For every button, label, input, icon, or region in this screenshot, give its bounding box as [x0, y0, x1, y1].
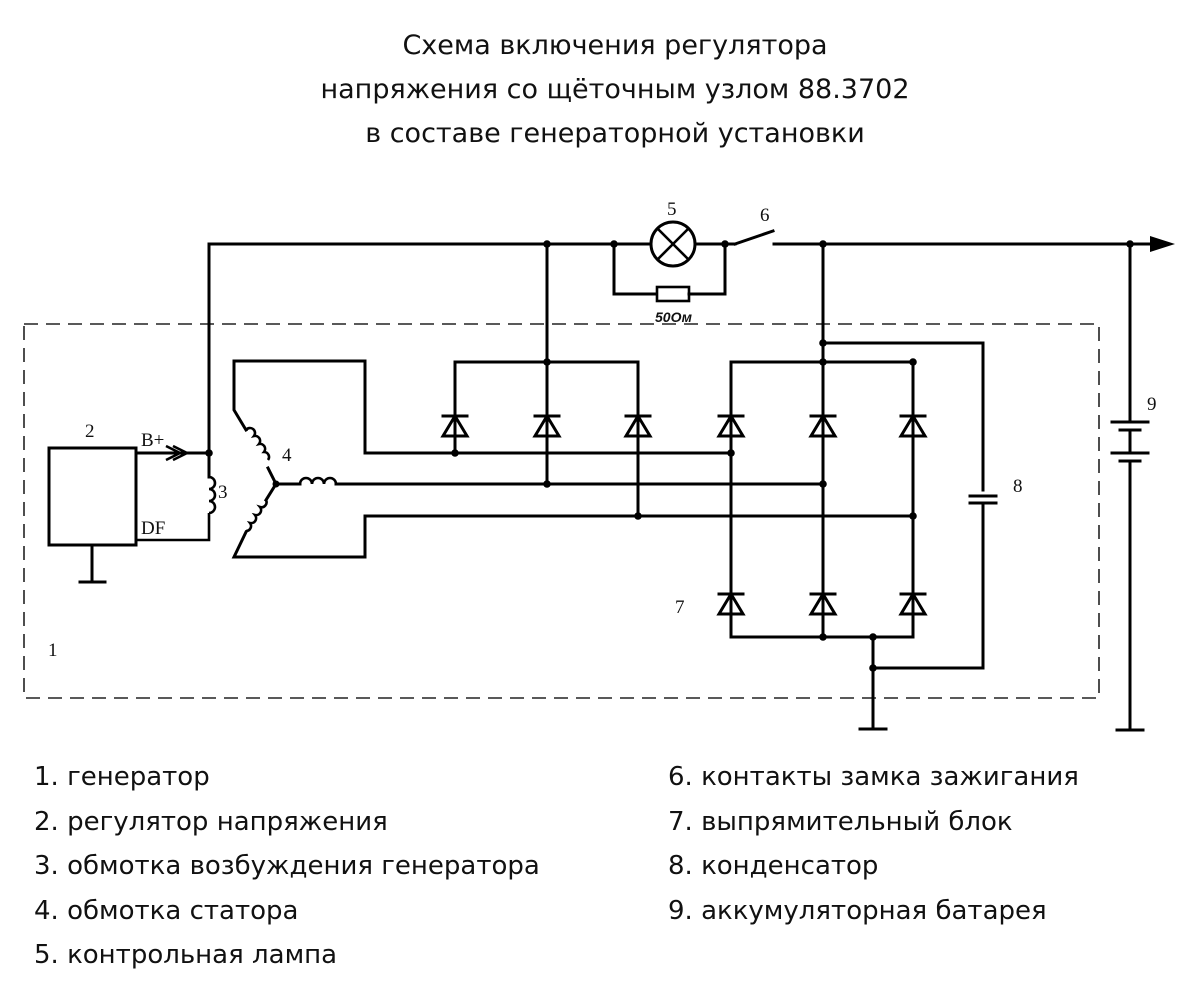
label-regulator: 2 [85, 421, 95, 442]
label-field-winding: 3 [218, 482, 228, 503]
diode-icon [623, 413, 653, 438]
battery-icon [1110, 242, 1150, 732]
junction-dot [727, 449, 735, 457]
title-line-2: напряжения со щёточным узлом 88.3702 [320, 74, 910, 105]
junction-dot [819, 480, 827, 488]
label-rectifier: 7 [675, 597, 685, 618]
title-line-1: Схема включения регулятора [402, 30, 828, 61]
junction-dot [1126, 240, 1134, 248]
diode-icon [898, 591, 928, 616]
legend-item: 6. контакты замка зажигания [668, 762, 1079, 792]
label-battery: 9 [1147, 394, 1157, 415]
label-lamp: 5 [667, 199, 677, 220]
resistor-value: 50Ом [655, 309, 693, 325]
junction-dot [819, 339, 827, 347]
connector-b-plus [134, 444, 211, 462]
junction-dot [869, 664, 877, 672]
legend-item: 8. конденсатор [668, 851, 879, 881]
legend-item: 1. генератор [34, 762, 210, 792]
label-capacitor: 8 [1013, 476, 1023, 497]
switch-icon [733, 229, 775, 246]
rectifier-block [453, 242, 985, 730]
junction-dot [610, 240, 618, 248]
junction-dot [543, 480, 551, 488]
legend-item: 4. обмотка статора [34, 895, 299, 926]
generator-boundary [23, 323, 1100, 699]
stator-winding [231, 359, 915, 559]
diode-icon [898, 413, 928, 438]
capacitor-icon [968, 494, 998, 505]
diode-icon [808, 413, 838, 438]
junction-dot [721, 240, 729, 248]
legend-left: 1. генератор 2. регулятор напряжения 3. … [34, 755, 540, 978]
diode-icon [716, 591, 746, 616]
lamp-icon [610, 220, 726, 268]
inductor-icon [136, 451, 217, 542]
junction-dot [909, 358, 917, 366]
label-stator-winding: 4 [282, 445, 292, 466]
junction-dot [819, 633, 827, 641]
junction-dot [451, 449, 459, 457]
label-generator: 1 [48, 640, 58, 661]
output-arrow-icon [1150, 236, 1175, 252]
terminal-df: DF [141, 518, 165, 539]
top-bus [207, 242, 1152, 457]
legend-right: 6. контакты замка зажигания 7. выпрямите… [668, 755, 1079, 933]
legend-item: 9. аккумуляторная батарея [668, 895, 1047, 926]
legend-item: 3. обмотка возбуждения генератора [34, 851, 540, 881]
regulator-block [47, 446, 138, 583]
junction-dot [205, 449, 213, 457]
diode-icon [440, 413, 470, 438]
junction-dot [543, 240, 551, 248]
junction-dot [543, 358, 551, 366]
junction-dot [909, 512, 917, 520]
junction-dot [819, 358, 827, 366]
star-point [272, 480, 280, 488]
diode-icon [532, 413, 562, 438]
terminal-b-plus: B+ [141, 430, 164, 451]
diagram-title: Схема включения регулятора напряжения со… [0, 24, 1200, 156]
resistor-icon [612, 242, 727, 303]
junction-dot [869, 633, 877, 641]
title-line-3: в составе генераторной установки [365, 118, 865, 149]
diode-icon [716, 413, 746, 438]
junction-dot [634, 512, 642, 520]
label-ignition-switch: 6 [760, 205, 770, 226]
junction-dot [819, 240, 827, 248]
legend-item: 7. выпрямительный блок [668, 806, 1013, 837]
legend-item: 2. регулятор напряжения [34, 806, 388, 837]
diode-icon [808, 591, 838, 616]
legend-item: 5. контрольная лампа [34, 940, 338, 970]
